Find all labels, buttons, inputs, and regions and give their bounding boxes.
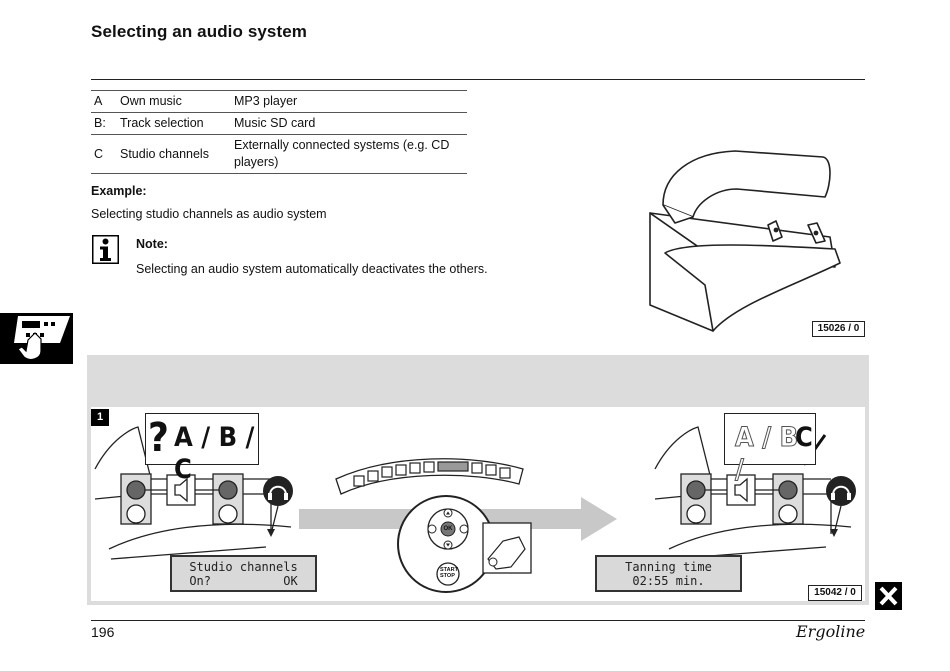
page-title: Selecting an audio system	[91, 22, 308, 41]
lcd-display-before: Studio channels On? OK	[170, 555, 317, 592]
options-text-faded: A / B /	[735, 422, 799, 486]
info-icon	[92, 235, 119, 264]
option-name: Track selection	[117, 112, 231, 135]
option-key: C	[91, 134, 117, 174]
figure-label: 15026 / 0	[812, 321, 865, 337]
option-description: Music SD card	[231, 112, 467, 135]
option-description: Externally connected systems (e.g. CD pl…	[231, 134, 467, 174]
option-description: MP3 player	[231, 90, 467, 113]
lcd-line-1: Tanning time	[625, 560, 712, 574]
question-mark: ?	[148, 415, 169, 461]
table-row: B: Track selection Music SD card	[91, 112, 467, 135]
lcd-line-2: 02:55 min.	[632, 574, 705, 588]
figure-banner	[87, 355, 869, 407]
hand-press-panel-icon	[0, 313, 73, 364]
example-text: Selecting studio channels as audio syste…	[91, 207, 327, 221]
option-key: B:	[91, 112, 117, 135]
note-text: Selecting an audio system automatically …	[136, 262, 488, 276]
lcd-line-2: On? OK	[189, 574, 298, 588]
options-question-box: ? A / B / C	[145, 413, 259, 485]
start-label: START	[440, 567, 458, 573]
audio-options-table: A Own music MP3 player B: Track selectio…	[91, 90, 467, 174]
selected-option: C	[795, 422, 813, 453]
option-name: Own music	[117, 90, 231, 113]
audio-selection-diagram	[94, 426, 856, 593]
option-name: Studio channels	[117, 134, 231, 174]
lcd-display-after: Tanning time 02:55 min.	[595, 555, 742, 592]
note-heading: Note:	[136, 237, 168, 251]
stop-label: STOP	[440, 573, 455, 579]
figure-label: 15042 / 0	[808, 585, 862, 601]
options-selected-box: A / B / C	[724, 413, 816, 486]
start-stop-button: START STOP	[440, 567, 458, 579]
table-row: A Own music MP3 player	[91, 90, 467, 113]
brand-logo: Ergoline	[796, 622, 866, 641]
page-number: 196	[91, 624, 115, 640]
table-row: C Studio channels Externally connected s…	[91, 134, 467, 174]
close-icon[interactable]	[875, 582, 902, 610]
top-divider	[91, 79, 865, 80]
step-number: 1	[91, 409, 109, 426]
ok-label: OK	[443, 526, 453, 532]
tanning-bed-illustration	[649, 150, 841, 332]
example-heading: Example:	[91, 184, 147, 198]
option-key: A	[91, 90, 117, 113]
bottom-divider	[91, 620, 865, 621]
lcd-line-1: Studio channels	[189, 560, 298, 574]
options-text: A / B / C	[174, 422, 255, 485]
